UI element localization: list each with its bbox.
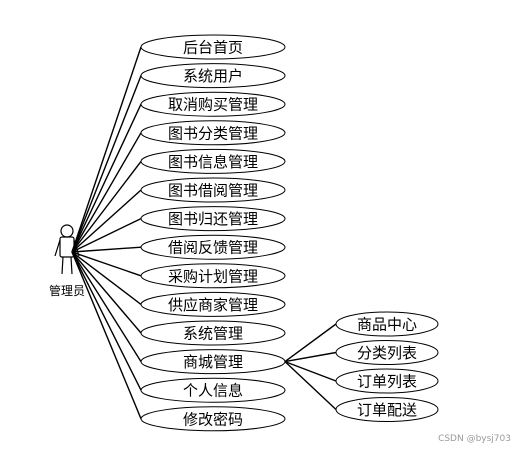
use-case-label: 后台首页 — [183, 39, 243, 57]
use-case-ellipse — [140, 177, 286, 203]
use-case-2[interactable]: 系统用户 — [140, 63, 286, 89]
sub-use-case-label: 分类列表 — [357, 344, 417, 362]
association-line — [71, 160, 142, 253]
use-case-1[interactable]: 后台首页 — [140, 34, 286, 60]
use-cases: 后台首页系统用户取消购买管理图书分类管理图书信息管理图书借阅管理图书归还管理借阅… — [140, 34, 286, 432]
use-case-ellipse — [140, 406, 286, 432]
association-line — [71, 251, 142, 362]
sub-association-line — [284, 351, 337, 363]
association-line — [71, 251, 142, 391]
use-case-7[interactable]: 图书归还管理 — [140, 206, 286, 232]
use-case-ellipse — [140, 120, 286, 146]
use-case-label: 系统管理 — [183, 325, 243, 343]
association-lines — [71, 46, 337, 420]
sub-use-case-ellipse — [335, 368, 439, 394]
sub-association-line — [284, 360, 337, 382]
use-case-label: 供应商家管理 — [168, 296, 258, 314]
association-line — [71, 75, 142, 253]
sub-association-line — [284, 323, 337, 363]
sub-use-case-4[interactable]: 订单配送 — [335, 397, 439, 422]
association-line — [71, 251, 142, 334]
actor: 管理员 — [49, 224, 85, 298]
use-case-8[interactable]: 借阅反馈管理 — [140, 234, 286, 260]
sub-association-line — [284, 361, 337, 411]
use-case-ellipse — [140, 34, 286, 60]
association-line — [71, 46, 142, 253]
sub-use-case-ellipse — [335, 340, 439, 365]
use-case-ellipse — [140, 263, 286, 289]
use-case-label: 图书信息管理 — [168, 153, 258, 171]
use-case-label: 取消购买管理 — [168, 96, 258, 114]
use-case-11[interactable]: 系统管理 — [140, 320, 286, 346]
use-case-13[interactable]: 个人信息 — [140, 377, 286, 403]
use-case-ellipse — [140, 234, 286, 260]
use-case-10[interactable]: 供应商家管理 — [140, 291, 286, 317]
use-case-ellipse — [140, 206, 286, 232]
use-case-ellipse — [140, 320, 286, 346]
association-line — [71, 246, 142, 253]
watermark: CSDN @bysj703 — [438, 434, 511, 444]
use-case-ellipse — [140, 377, 286, 403]
use-case-label: 图书分类管理 — [168, 124, 258, 142]
use-case-ellipse — [140, 349, 286, 375]
use-case-3[interactable]: 取消购买管理 — [140, 91, 286, 117]
use-case-label: 修改密码 — [183, 410, 243, 428]
use-case-ellipse — [140, 91, 286, 117]
sub-use-case-label: 订单列表 — [357, 373, 417, 391]
actor-label: 管理员 — [49, 283, 85, 298]
sub-use-case-ellipse — [335, 397, 439, 422]
sub-use-case-ellipse — [335, 311, 439, 337]
use-case-5[interactable]: 图书信息管理 — [140, 148, 286, 174]
use-case-label: 借阅反馈管理 — [168, 239, 258, 257]
sub-use-case-label: 商品中心 — [357, 316, 417, 334]
use-case-ellipse — [140, 148, 286, 174]
use-case-ellipse — [140, 63, 286, 89]
sub-use-case-1[interactable]: 商品中心 — [335, 311, 439, 337]
sub-use-case-2[interactable]: 分类列表 — [335, 340, 439, 365]
use-case-label: 商城管理 — [183, 353, 243, 371]
use-case-label: 图书借阅管理 — [168, 182, 258, 200]
use-case-label: 采购计划管理 — [168, 267, 258, 285]
sub-use-case-label: 订单配送 — [357, 401, 417, 419]
association-line — [71, 251, 142, 305]
use-case-6[interactable]: 图书借阅管理 — [140, 177, 286, 203]
use-case-4[interactable]: 图书分类管理 — [140, 120, 286, 146]
association-line — [71, 189, 142, 253]
use-case-label: 个人信息 — [183, 382, 243, 400]
use-case-12[interactable]: 商城管理 — [140, 349, 286, 375]
use-case-9[interactable]: 采购计划管理 — [140, 263, 286, 289]
association-line — [71, 103, 142, 253]
use-case-ellipse — [140, 291, 286, 317]
use-case-14[interactable]: 修改密码 — [140, 406, 286, 432]
use-case-label: 图书归还管理 — [168, 210, 258, 228]
stick-figure-icon — [54, 224, 80, 275]
use-case-label: 系统用户 — [183, 67, 243, 85]
association-line — [71, 251, 142, 277]
association-line — [71, 132, 142, 253]
association-line — [71, 217, 142, 253]
association-line — [71, 251, 142, 420]
sub-use-case-3[interactable]: 订单列表 — [335, 368, 439, 394]
